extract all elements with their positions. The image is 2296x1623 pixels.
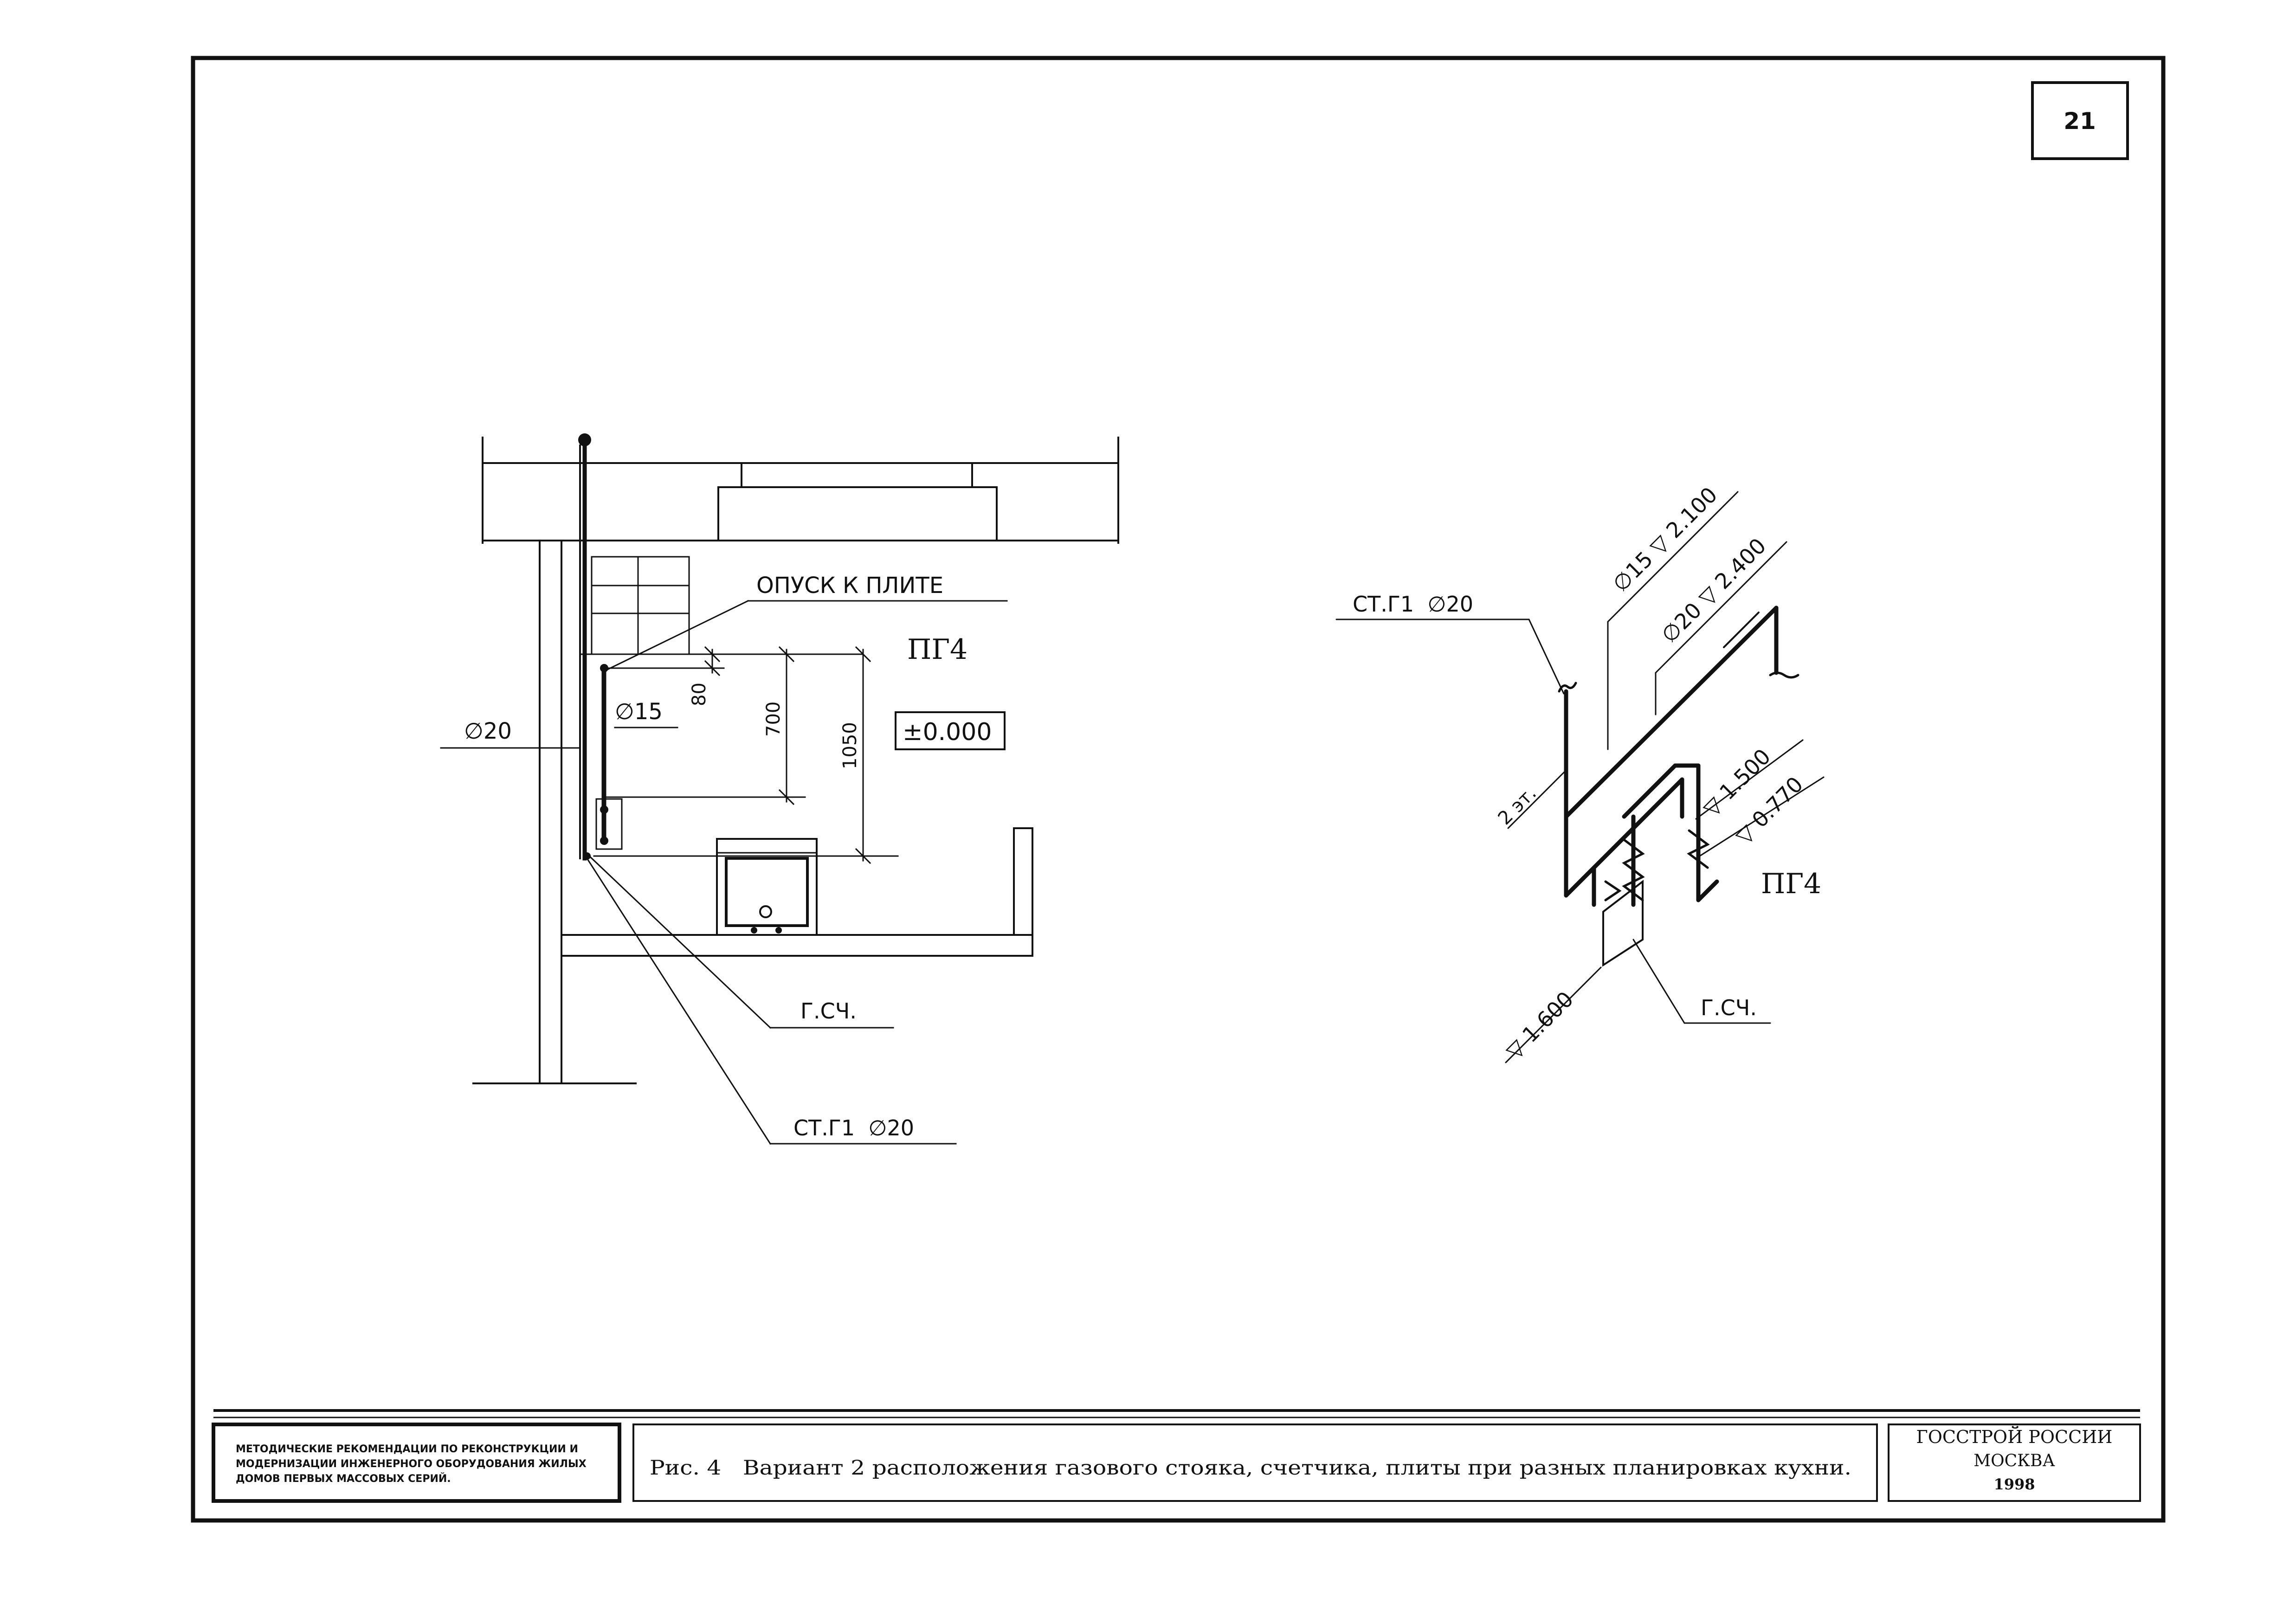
valves <box>1604 829 1710 902</box>
series-line-1: МЕТОДИЧЕСКИЕ РЕКОМЕНДАЦИИ ПО РЕКОНСТРУКЦ… <box>236 1443 578 1455</box>
wall-tiles <box>591 556 690 655</box>
label-diameter-20-left: ∅20 <box>464 718 512 744</box>
page-number: 21 <box>2064 108 2096 135</box>
dim-1050: 1050 <box>839 722 861 769</box>
label-pg4-right: ПГ4 <box>1761 868 1821 900</box>
label-riser-right: СТ.Г1 ∅20 <box>1353 592 1473 617</box>
series-line-2: МОДЕРНИЗАЦИИ ИНЖЕНЕРНОГО ОБОРУДОВАНИЯ ЖИ… <box>236 1458 587 1470</box>
level-zero-box <box>895 711 1006 750</box>
label-gas-meter-right: Г.СЧ. <box>1701 995 1757 1020</box>
gas-stove <box>716 838 818 936</box>
axonometric-pipes <box>1564 605 1779 907</box>
gas-meter-axonometric <box>1602 879 1644 967</box>
dimension-lines <box>579 646 899 864</box>
page-number-box: 21 <box>2031 81 2129 160</box>
label-pg4-left: ПГ4 <box>907 633 967 666</box>
kitchen-wall <box>472 540 637 1084</box>
label-riser-left: СТ.Г1 ∅20 <box>793 1115 914 1140</box>
title-block: МЕТОДИЧЕСКИЕ РЕКОМЕНДАЦИИ ПО РЕКОНСТРУКЦ… <box>212 1409 2141 1503</box>
label-diameter-15-left: ∅15 <box>615 699 663 725</box>
axonometric-leaders <box>1335 491 1825 1063</box>
dim-80: 80 <box>689 683 710 706</box>
org-line-2: МОСКВА <box>1974 1451 2055 1470</box>
label-floor-2: 2 эт. <box>1494 783 1541 830</box>
org-line-3: 1998 <box>1993 1475 2035 1493</box>
kitchen-counter <box>561 827 1033 957</box>
label-descent-to-stove: ОПУСК К ПЛИТЕ <box>756 573 943 599</box>
organization-box <box>1888 1423 2141 1502</box>
sheet-frame <box>191 56 2166 1523</box>
series-line-3: ДОМОВ ПЕРВЫХ МАССОВЫХ СЕРИЙ. <box>236 1473 451 1485</box>
gas-riser-pipe <box>578 433 591 861</box>
level-zero: ±0.000 <box>903 718 992 746</box>
left-view: ОПУСК К ПЛИТЕ ПГ4 ∅20 ∅15 80 700 1050 ±0… <box>440 433 1119 1145</box>
label-d15-level: ∅15 ▽ 2.100 <box>1608 482 1722 597</box>
series-box <box>212 1423 621 1503</box>
stove-branch-pipe <box>601 666 606 844</box>
leader-lines <box>440 599 1008 1145</box>
org-line-1: ГОССТРОЙ РОССИИ <box>1916 1426 2113 1447</box>
gas-meter <box>595 798 623 850</box>
ceiling-slab <box>482 437 1119 544</box>
figure-caption: Рис. 4 Вариант 2 расположения газового с… <box>650 1456 1851 1480</box>
right-view: СТ.Г1 ∅20 ∅15 ▽ 2.100 ∅20 ▽ 2.400 2 эт. … <box>1335 482 1825 1064</box>
label-gas-meter-left: Г.СЧ. <box>800 998 857 1024</box>
dim-700: 700 <box>763 702 784 737</box>
level-1600: ▽ 1.600 <box>1501 986 1579 1064</box>
caption-box <box>632 1423 1878 1502</box>
